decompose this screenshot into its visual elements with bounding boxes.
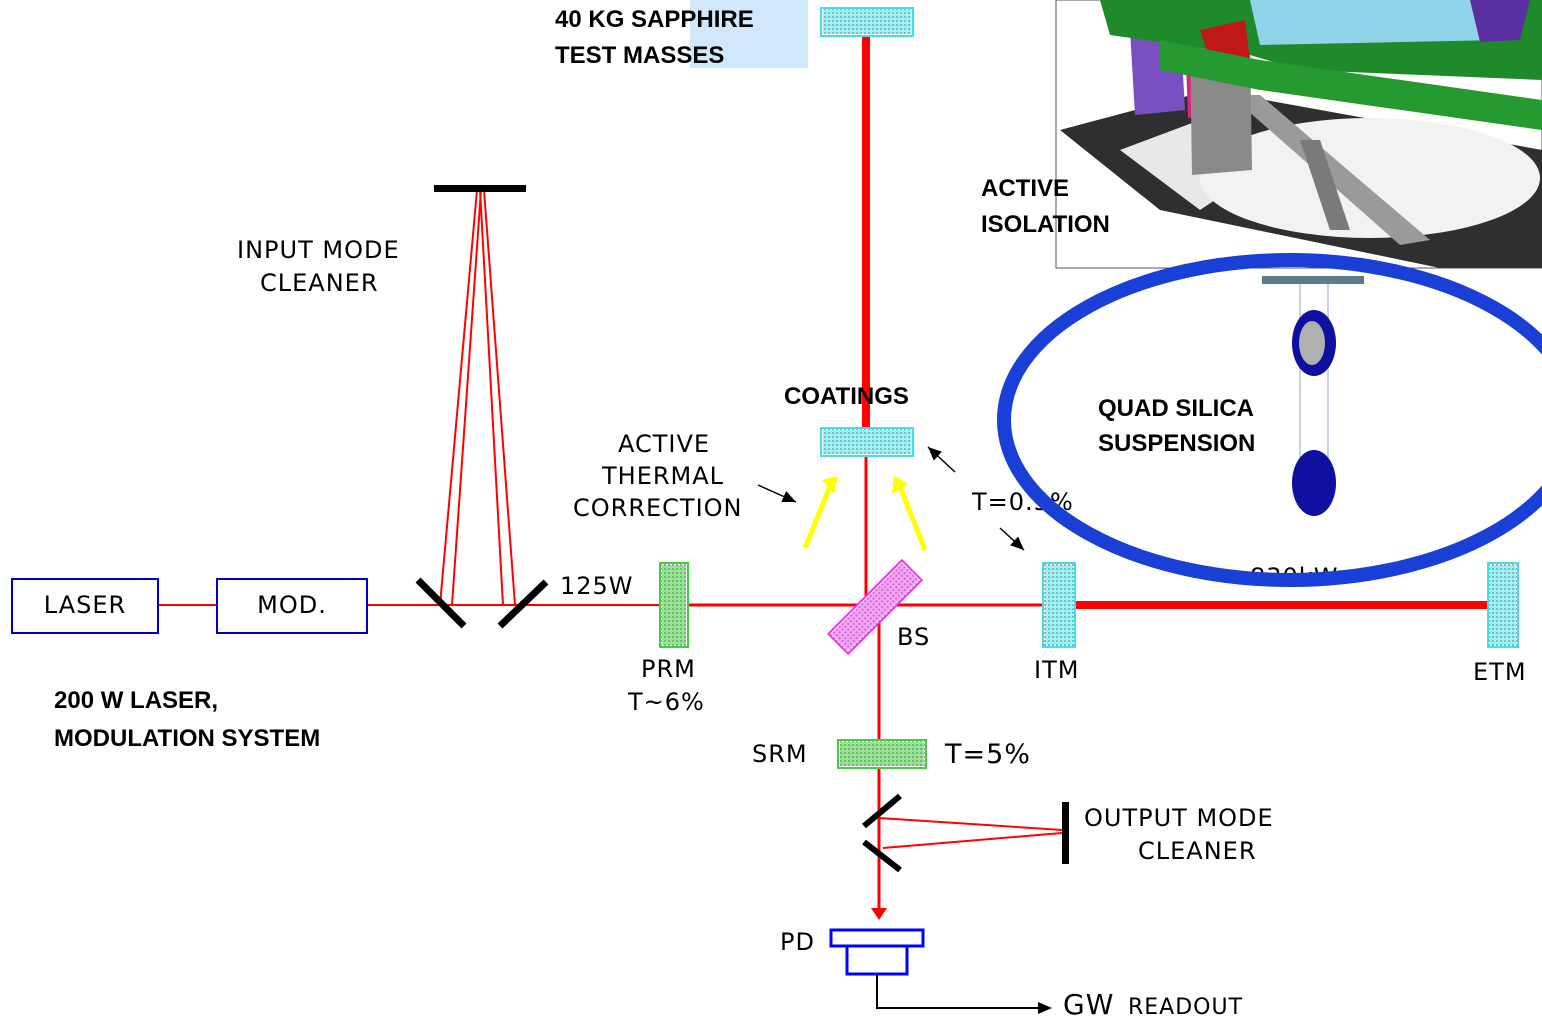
omc-lower-mirror xyxy=(862,839,902,873)
pd-label: PD xyxy=(780,928,815,956)
imc-left-mirror xyxy=(415,577,467,629)
imc-right-mirror xyxy=(497,579,549,629)
itm-mirror xyxy=(1042,562,1076,648)
itm-pointer xyxy=(999,527,1025,551)
prm-transmission-label: T~6% xyxy=(627,688,705,716)
output-mc-label-2: CLEANER xyxy=(1138,837,1257,865)
active-iso-label-1: ACTIVE xyxy=(981,175,1069,202)
modulator-box: MOD. xyxy=(216,578,368,634)
coating-pointer xyxy=(927,446,956,473)
laser-system-label-1: 200 W LASER, xyxy=(54,687,218,714)
prm-label: PRM xyxy=(641,655,696,683)
beam-paths xyxy=(158,37,1488,920)
bs-label: BS xyxy=(897,623,930,651)
etm-label: ETM xyxy=(1473,658,1527,686)
test-masses-label-1: 40 KG SAPPHIRE xyxy=(555,6,754,33)
vertical-itm xyxy=(820,427,914,457)
itm-label: ITM xyxy=(1034,656,1079,684)
thermal-label-1: ACTIVE xyxy=(618,430,710,458)
quad-suspension xyxy=(1262,276,1364,516)
input-power-label: 125W xyxy=(560,572,634,600)
srm-transmission-label: T=5% xyxy=(944,739,1031,770)
gw-label: GW xyxy=(1063,988,1114,1021)
output-mc-label-1: OUTPUT MODE xyxy=(1084,804,1274,832)
thermal-pointer xyxy=(757,484,797,503)
input-mc-label-1: INPUT MODE xyxy=(237,236,400,264)
thermal-label-2: THERMAL xyxy=(601,462,724,490)
laser-label: LASER xyxy=(44,591,126,619)
prm-fill xyxy=(662,565,686,645)
suspension-highlight-ring xyxy=(997,253,1542,587)
active-isolation-picture xyxy=(1055,0,1542,269)
quad-label-2: SUSPENSION xyxy=(1098,430,1255,457)
readout-label: READOUT xyxy=(1128,995,1243,1020)
imc-top-mirror xyxy=(434,185,526,192)
test-masses-highlight xyxy=(690,0,808,68)
omc-end-mirror xyxy=(1062,802,1069,864)
top-test-mass xyxy=(820,7,914,37)
etm-mirror xyxy=(1487,562,1519,648)
photodetector xyxy=(829,928,1052,1014)
srm-label: SRM xyxy=(752,740,808,768)
coatings-label: COATINGS xyxy=(784,383,909,410)
beamsplitter xyxy=(826,558,924,656)
active-iso-label-2: ISOLATION xyxy=(981,211,1110,238)
input-mc-label-2: CLEANER xyxy=(260,269,379,297)
thermal-arrows xyxy=(802,476,928,551)
mod-label: MOD. xyxy=(257,591,327,619)
omc-upper-mirror xyxy=(862,793,902,829)
laser-system-label-2: MODULATION SYSTEM xyxy=(54,725,320,752)
laser-box: LASER xyxy=(11,578,159,634)
test-masses-label-2: TEST MASSES xyxy=(555,42,724,69)
quad-label-1: QUAD SILICA xyxy=(1098,395,1254,422)
thermal-label-3: CORRECTION xyxy=(573,494,743,522)
srm-mirror xyxy=(837,739,927,769)
